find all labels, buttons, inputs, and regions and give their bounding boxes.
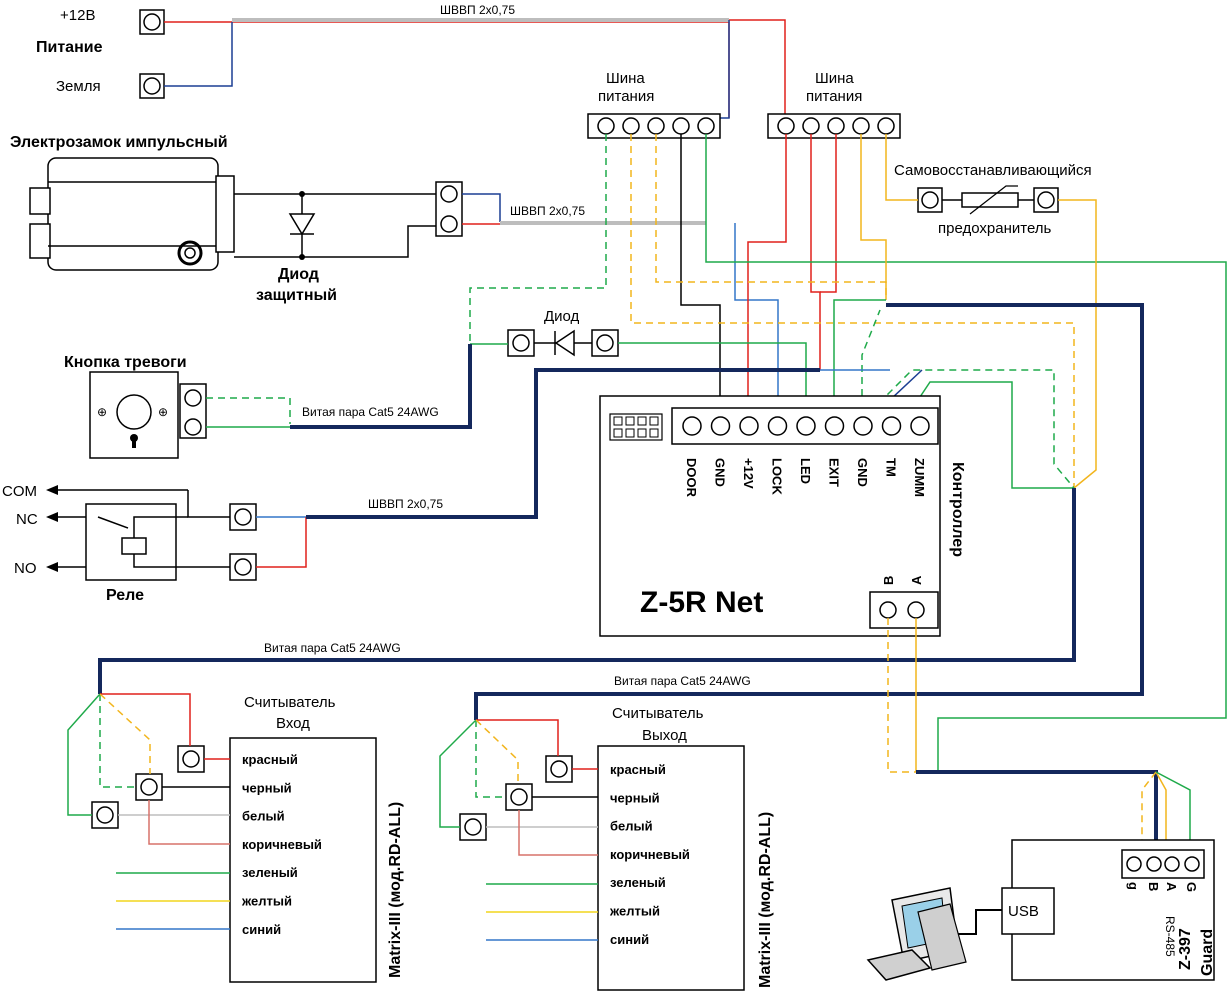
power-input: +12В Питание Земля [36,7,165,99]
reader-out: Считыватель Выход Matrix-III (мод.RD-ALL… [459,705,774,991]
lock-diode-line2: защитный [256,287,337,304]
controller-pin-label: DOOR [684,458,699,498]
power-plus12-label: +12В [60,7,95,24]
reader-wire-label: красный [610,762,666,777]
diode: Диод [507,308,619,357]
reader-wire-label: коричневый [242,837,322,852]
reader-out-model: Matrix-III (мод.RD-ALL) [757,812,774,988]
reader-wire-label: зеленый [610,875,666,890]
controller-terminal [682,416,702,436]
relay-com-label: COM [2,483,37,500]
reader-in-model: Matrix-III (мод.RD-ALL) [387,802,404,978]
reader-wire-label: коричневый [610,847,690,862]
controller-terminal [796,416,816,436]
cable-shvvp-lock: ШВВП 2х0,75 [510,204,585,218]
controller-pin-label: LED [798,458,813,484]
converter-model: Z-397 [1177,928,1194,970]
reader-in-title-line2: Вход [276,715,310,732]
converter-pin-label: G [1184,882,1199,892]
cable-cat5-reader-in: Витая пара Cat5 24AWG [264,641,401,655]
reader-in-title-line1: Считыватель [244,694,336,711]
controller-rs-a: A [909,575,924,585]
reader-wire-label: зеленый [242,865,298,880]
converter-rs485: RS-485 [1163,916,1177,957]
power-bus-left: Шина питания [587,70,721,139]
fuse-line1: Самовосстанавливающийся [894,162,1092,179]
controller-label: Контроллер [949,462,966,557]
reader-wire-label: черный [242,780,292,795]
cable-cat5-button: Витая пара Cat5 24AWG [302,405,439,419]
lock-diode-line1: Диод [278,266,319,283]
alarm-button: Кнопка тревоги ⊕ ⊕ [64,354,207,459]
controller-rs-b: B [881,576,896,585]
controller-pin-label: LOCK [770,458,785,495]
button-title: Кнопка тревоги [64,354,187,371]
reader-wire-label: красный [242,752,298,767]
controller-terminal [767,416,788,436]
controller-terminal [910,416,930,436]
lock-title: Электрозамок импульсный [10,134,228,151]
reader-wire-label: синий [610,932,649,947]
cable-cat5-reader-out: Витая пара Cat5 24AWG [614,674,751,688]
reader-in: Считыватель Вход Matrix-III (мод.RD-ALL)… [91,694,404,983]
controller-pin-label: GND [713,458,728,487]
converter-pin-label: g [1126,882,1141,890]
cable-shvvp-relay: ШВВП 2х0,75 [368,497,443,511]
computer-icon [866,887,1002,981]
reader-wire-label: белый [610,819,653,834]
diode-label: Диод [544,308,580,325]
electric-lock: Электрозамок импульсный Диод защитный [10,134,463,304]
controller-terminal [881,416,902,436]
controller-name: Z-5R Net [640,586,763,619]
controller-terminal [824,416,845,436]
controller-pin-label: +12V [741,458,756,489]
relay-no-label: NO [14,560,37,577]
controller-terminal [853,416,873,436]
svg-text:⊕: ⊕ [158,405,168,419]
reader-wire-label: желтый [609,904,660,919]
relay-title: Реле [106,587,144,604]
power-bus-right: Шина питания [767,70,901,139]
controller-pin-label: ZUMM [912,458,927,497]
bus-left-line2: питания [598,88,654,105]
bus-right-line2: питания [806,88,862,105]
fuse-line2: предохранитель [938,220,1052,237]
converter-pin-label: A [1164,882,1179,892]
bus-left-line1: Шина [606,70,645,87]
converter-pin-label: B [1146,882,1161,891]
power-title: Питание [36,39,103,56]
controller-pin-label: EXIT [827,458,842,487]
fuse: Самовосстанавливающийся предохранитель [894,162,1092,237]
controller-pin-label: GND [855,458,870,487]
reader-wire-label: синий [242,922,281,937]
reader-out-title-line2: Выход [642,727,687,744]
controller: DOOR GND +12V LOCK LED EXIT GND TM ZUMM Z-5R Net… [599,395,966,637]
controller-terminal [710,416,731,436]
reader-wire-label: желтый [241,894,292,909]
bus-right-line1: Шина [815,70,854,87]
converter-model2: Guard [1199,929,1216,976]
power-ground-label: Земля [56,78,101,95]
cable-shvvp-top: ШВВП 2х0,75 [440,3,515,17]
relay-nc-label: NC [16,511,38,528]
svg-text:⊕: ⊕ [97,405,107,419]
reader-out-title-line1: Считыватель [612,705,704,722]
controller-pin-label: TM [884,458,899,477]
relay: COM NC NO Реле [2,483,257,604]
converter-usb: USB [1008,903,1039,920]
reader-wire-label: черный [610,790,660,805]
reader-wire-label: белый [242,809,285,824]
controller-terminal [739,416,759,436]
